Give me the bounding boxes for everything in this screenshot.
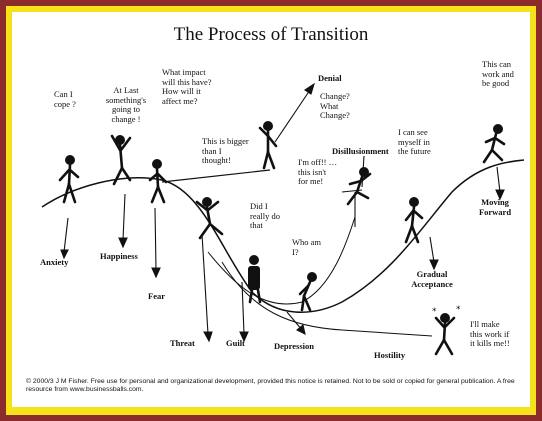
quote-im-off: I'm off!! … this isn't for me!	[298, 157, 338, 186]
quote-at-last: At Last something's going to change !	[105, 85, 147, 124]
figure-anxiety	[58, 155, 80, 204]
quote-can-i-cope: Can I cope ?	[54, 89, 76, 109]
figure-happiness	[110, 134, 132, 186]
stage-guilt: Guilt	[226, 338, 245, 348]
figure-gradual-acceptance	[404, 197, 424, 244]
transition-curve-drawing: * *	[41, 82, 525, 356]
svg-text:*: *	[432, 307, 437, 317]
figure-denial	[258, 121, 278, 170]
stage-gradual-acceptance: Gradual Acceptance	[411, 269, 453, 289]
figure-depression	[298, 272, 317, 312]
quote-this-can-work: This can work and be good	[482, 59, 514, 88]
diagram-panel: The Process of Transition	[12, 12, 530, 407]
figure-moving-forward	[482, 124, 506, 164]
denial-branch	[161, 169, 271, 183]
copyright-footer: © 2000/3 J M Fisher. Free use for person…	[26, 378, 515, 393]
quote-did-i: Did I really do that	[250, 201, 280, 230]
figure-fear	[148, 159, 168, 204]
stage-happiness: Happiness	[100, 251, 138, 261]
figure-hostility: * *	[432, 305, 461, 356]
diagram-title: The Process of Transition	[173, 24, 369, 45]
quote-who-am-i: Who am I?	[292, 237, 322, 257]
stage-denial: Denial	[318, 73, 342, 83]
figure-guilt	[248, 255, 262, 304]
svg-text:*: *	[456, 305, 461, 315]
quote-change: Change? What Change?	[320, 91, 350, 120]
stage-anxiety: Anxiety	[40, 257, 69, 267]
figure-disillusionment	[346, 167, 372, 206]
hostility-branch	[221, 261, 433, 337]
quote-what-impact: What impact will this have? How will it …	[162, 67, 212, 106]
stage-disillusionment: Disillusionment	[332, 146, 389, 156]
stage-moving-forward: Moving Forward	[478, 197, 512, 217]
transition-curve	[41, 159, 525, 313]
stage-fear: Fear	[148, 291, 165, 301]
quote-see-myself: I can see myself in the future	[398, 127, 431, 156]
stage-depression: Depression	[274, 341, 314, 351]
quote-bigger: This is bigger than I thought!	[202, 136, 249, 165]
stage-hostility: Hostility	[374, 350, 406, 360]
stage-threat: Threat	[170, 338, 195, 348]
quote-make-this-work: I'll make this work if it kills me!!	[470, 319, 510, 348]
figure-threat	[195, 197, 224, 240]
